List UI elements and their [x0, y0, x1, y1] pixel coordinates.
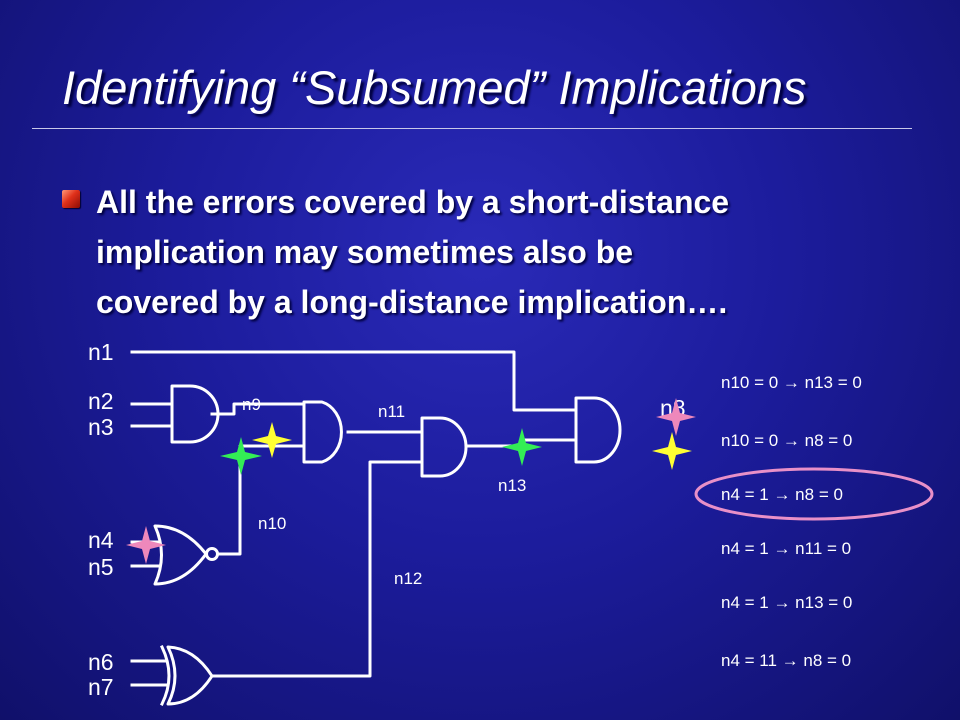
net-label-n9: n9 — [242, 395, 261, 414]
input-label-n5: n5 — [88, 554, 114, 580]
bullet-line-3: covered by a long-distance implication…. — [96, 284, 728, 320]
net-label-n12: n12 — [394, 569, 422, 588]
title-divider — [32, 128, 912, 129]
implication-1: n10 = 0 → n13 = 0 — [721, 373, 862, 392]
green-star-marker-n10 — [220, 437, 262, 475]
implication-6: n4 = 11 → n8 = 0 — [721, 651, 851, 670]
input-label-n4: n4 — [88, 527, 114, 553]
implication-4: n4 = 1 → n11 = 0 — [721, 539, 851, 558]
input-label-n6: n6 — [88, 649, 114, 675]
and-gate-g3 — [420, 416, 468, 478]
yellow-star-marker-n9 — [252, 422, 292, 458]
net-label-n11: n11 — [378, 402, 405, 421]
and-gate-g2 — [302, 400, 343, 464]
or-gate — [166, 645, 214, 706]
pink-star-marker-n4 — [126, 526, 166, 564]
bullet-line-2: implication may sometimes also be — [96, 234, 634, 270]
wire-n12 — [210, 460, 424, 678]
wire-n1 — [130, 350, 578, 412]
bullet-point: All the errors covered by a short-distan… — [96, 177, 896, 327]
net-label-n10: n10 — [258, 514, 286, 533]
pink-star-marker-n8 — [656, 398, 696, 436]
net-label-n13: n13 — [498, 476, 526, 495]
implication-3: n4 = 1 → n8 = 0 — [721, 485, 843, 504]
input-label-n2: n2 — [88, 388, 114, 414]
highlight-ellipse — [694, 467, 934, 521]
wire-n9 — [210, 402, 306, 416]
nor-gate — [153, 524, 208, 586]
bullet-icon — [62, 190, 80, 208]
and-gate-g1 — [170, 384, 220, 444]
green-star-marker-n13 — [502, 428, 542, 466]
input-label-n1: n1 — [88, 339, 114, 365]
implication-5: n4 = 1 → n13 = 0 — [721, 593, 852, 612]
implication-2: n10 = 0 → n8 = 0 — [721, 431, 852, 450]
slide-title: Identifying “Subsumed” Implications — [62, 61, 807, 114]
or-gate-input-curve — [159, 644, 171, 707]
and-gate-g4 — [574, 396, 622, 464]
wire-n10 — [216, 444, 306, 556]
nor-inverter-bubble — [205, 547, 219, 561]
yellow-star-marker-n8 — [652, 432, 692, 470]
bullet-line-1: All the errors covered by a short-distan… — [96, 184, 730, 220]
input-label-n3: n3 — [88, 414, 114, 440]
input-label-n7: n7 — [88, 674, 114, 700]
